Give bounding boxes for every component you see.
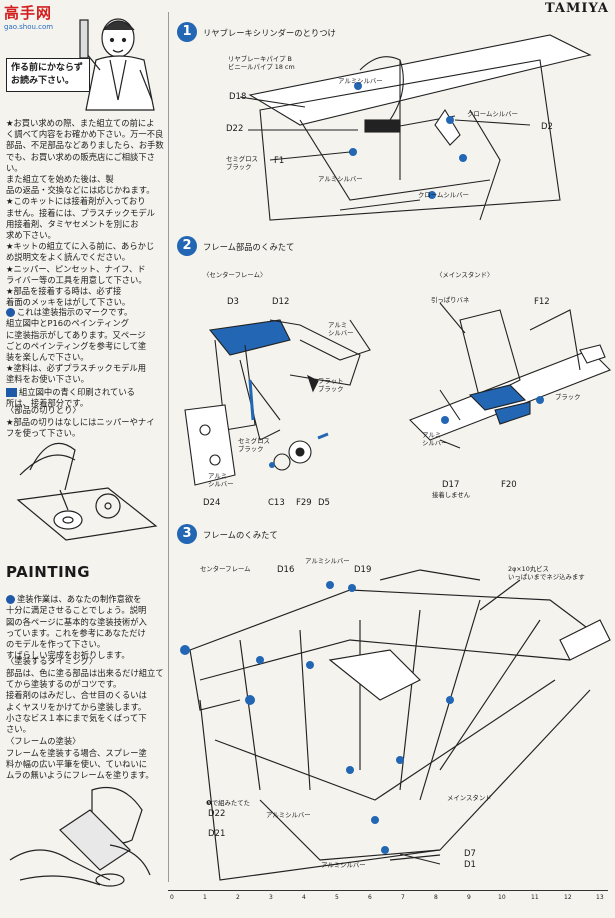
label-d21: D21 <box>208 829 226 839</box>
label-d22: D22 <box>226 124 244 134</box>
brand-name: TAMIYA <box>544 1 609 16</box>
column-divider <box>168 12 169 882</box>
ruler-tick-8: 8 <box>434 894 438 901</box>
label-main-stand-3: メインスタンド <box>447 794 492 802</box>
label-f20: F20 <box>501 480 517 490</box>
label-d24: D24 <box>203 498 221 508</box>
ruler-tick-7: 7 <box>401 894 405 901</box>
label-chrome-silver-1: クロームシルバー <box>467 110 518 118</box>
label-f12: F12 <box>534 297 550 307</box>
label-d7: D7 <box>464 849 476 859</box>
brake-cylinder-drawing-icon <box>239 34 592 221</box>
ruler-tick-5: 5 <box>335 894 339 901</box>
label-main-stand: 〈メインスタンド〉 <box>436 271 494 279</box>
label-chrome-silver-2: クロームシルバー <box>418 191 469 199</box>
step-3-title: フレームのくみたて <box>203 530 278 540</box>
watermark-logo: 高手网 gao.shou.com <box>4 4 54 31</box>
label-alu-silver-c: アルミ シルバー <box>422 431 448 447</box>
ruler-tick-4: 4 <box>302 894 306 901</box>
sidebar-illustrations <box>9 18 158 887</box>
label-no-glue: 接着しません <box>432 491 471 499</box>
ruler-tick-3: 3 <box>269 894 273 901</box>
label-f29: F29 <box>296 498 312 508</box>
notice-text: 作る前にかならず お読み下さい。 <box>11 63 83 86</box>
label-semigloss-black: セミグロス ブラック <box>226 155 258 171</box>
step-1-title: リヤブレーキシリンダーのとりつけ <box>203 28 336 38</box>
label-spring: 引っぱりバネ <box>431 296 470 304</box>
label-d17: D17 <box>442 480 460 490</box>
label-flat-black: フラット ブラック <box>318 377 344 393</box>
label-alu-silver-bottom: アルミシルバー <box>321 861 366 869</box>
painting-text: 塗装作業は、あなたの制作意欲を 十分に満足させることでしょう。説明 図の各ページ… <box>6 594 147 661</box>
label-d16: D16 <box>277 565 295 575</box>
label-d1: D1 <box>464 860 476 870</box>
instructions-text: ★お買い求めの際、また組立ての前によ く調べて内容をお確かめ下さい。万一不良 部… <box>6 118 164 308</box>
center-frame-drawing-icon <box>184 319 371 486</box>
frame-paint-text: フレームを塗装する場合、スプレー塗 料か幅の広い平筆を使い、ていねいに ムラの無… <box>6 748 154 781</box>
label-brake-pipe: リヤブレーキパイプ B ビニールパイプ 18 cm <box>228 55 295 71</box>
paint-mark-icon-2 <box>6 595 15 605</box>
ruler-tick-10: 10 <box>498 894 506 901</box>
label-alu-silver-1: アルミシルバー <box>338 77 383 85</box>
main-stand-drawing-icon <box>409 302 611 449</box>
label-d2: D2 <box>541 122 553 132</box>
label-d18: D18 <box>229 92 247 102</box>
label-alu-silver-b: アルミ シルバー <box>208 472 234 488</box>
label-d19: D19 <box>354 565 372 575</box>
painting-heading: PAINTING <box>6 563 91 581</box>
label-c13: C13 <box>268 498 285 508</box>
label-center-frame-3: センターフレーム <box>200 565 251 573</box>
parts-cut-title: 〈部品の切りとり〉 <box>6 405 81 415</box>
label-d22-3: D22 <box>208 809 226 819</box>
label-d3: D3 <box>227 297 239 307</box>
label-semigloss-black-2: セミグロス ブラック <box>238 437 270 453</box>
label-center-frame: 〈センターフレーム〉 <box>203 271 267 279</box>
paint-mark-icon <box>6 308 15 318</box>
step-2-title: フレーム部品のくみたて <box>203 242 295 252</box>
ruler-tick-13: 13 <box>596 894 604 901</box>
label-alu-silver-mid: アルミシルバー <box>266 811 311 819</box>
timing-text: 部品は、色に塗る部品は出来るだけ組立て てから塗装するのがコツです。 接着剤のは… <box>6 668 164 735</box>
ruler-tick-9: 9 <box>467 894 471 901</box>
label-d12: D12 <box>272 297 290 307</box>
glue-area-icon <box>6 388 17 398</box>
ruler-tick-11: 11 <box>531 894 539 901</box>
mechanic-illustration-icon <box>79 18 155 111</box>
notice-box: 作る前にかならず お読み下さい。 <box>6 58 90 92</box>
label-alu-silver-2: アルミシルバー <box>318 175 363 183</box>
painting-hand-icon <box>9 786 151 887</box>
ruler-tick-1: 1 <box>203 894 207 901</box>
label-alu-silver-a: アルミ シルバー <box>328 321 354 337</box>
ruler-tick-6: 6 <box>368 894 372 901</box>
label-screw-note: 2φ×10丸ビス いっぱいまでネジ込みます <box>508 565 585 581</box>
parts-cut-text: ★部品の切りはなしにはニッパーやナイ フを使って下さい。 <box>6 417 155 439</box>
step-2-badge: 2 <box>177 236 197 256</box>
measurement-ruler: 0 1 2 3 4 5 6 7 8 9 10 11 12 13 <box>168 890 608 905</box>
label-f1: F1 <box>274 156 285 166</box>
ruler-tick-12: 12 <box>564 894 572 901</box>
step-3-badge: 3 <box>177 524 197 544</box>
step-1-badge: 1 <box>177 22 197 42</box>
nipper-tool-icon <box>16 442 158 541</box>
label-assembled-in-5: ❺で組みたてた <box>206 799 251 807</box>
shaded-note: 組立図中の青く印刷されている 所は、接着部分です。 <box>6 387 135 409</box>
label-alu-silver-top: アルミシルバー <box>305 557 350 565</box>
frame-assembly-drawing-icon <box>180 569 611 881</box>
frame-paint-title: 〈フレームの塗装〉 <box>6 736 81 746</box>
timing-title: 〈塗装するタイミング〉 <box>6 656 98 666</box>
label-d5: D5 <box>318 498 330 508</box>
sidebar: 作る前にかならず お読み下さい。 ★お買い求めの際、また組立ての前によ く調べて… <box>0 0 170 900</box>
paint-mark-note: これは塗装指示のマークです。 組立図中とP16のペインティング に塗装指示がして… <box>6 307 147 385</box>
ruler-tick-2: 2 <box>236 894 240 901</box>
ruler-tick-0: 0 <box>170 894 174 901</box>
label-black: ブラック <box>555 393 581 401</box>
